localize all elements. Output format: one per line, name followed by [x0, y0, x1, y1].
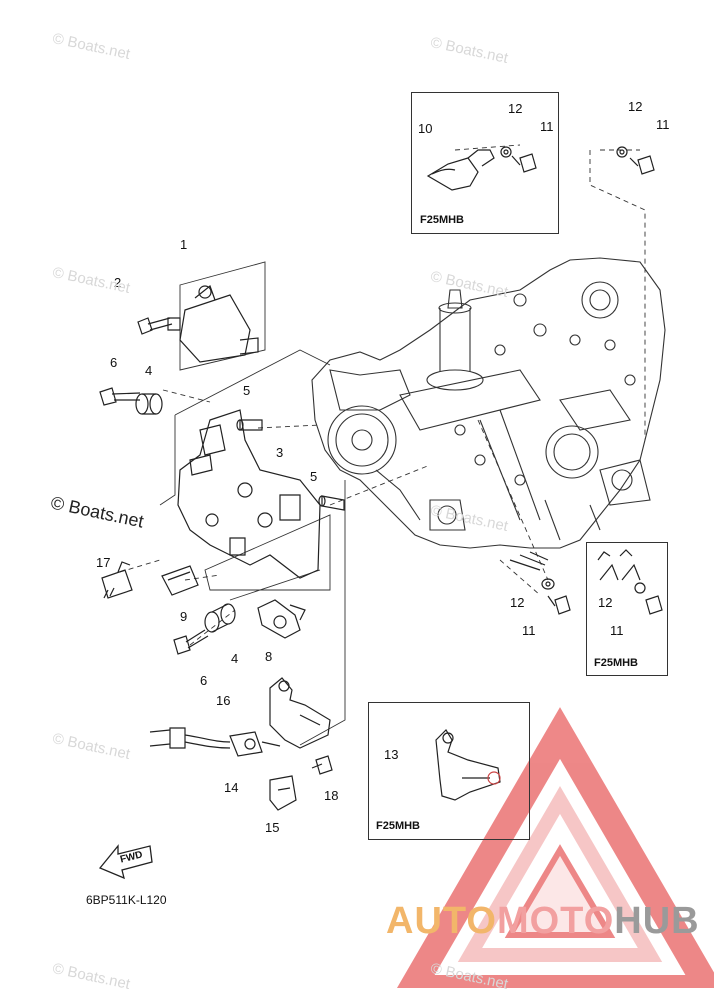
part-bracket-16	[269, 677, 331, 749]
callout-label: 2	[114, 275, 122, 290]
callout-label: 13	[384, 747, 399, 762]
callout-label: 8	[265, 649, 273, 664]
brand-part-1: AUTO	[386, 900, 497, 942]
part-bolt-6-top	[99, 387, 141, 406]
callout-label: 11	[610, 623, 624, 638]
inset-top-title: F25MHB	[420, 214, 465, 226]
part-bolt-2	[137, 317, 173, 335]
part-sensor-14	[149, 727, 281, 757]
callout-label: 5	[243, 383, 251, 398]
part-clip-15	[269, 775, 297, 811]
callout-label: 3	[276, 445, 284, 460]
callout-label: 4	[145, 363, 153, 378]
callout-label: 17	[96, 555, 111, 570]
inset-top-right-drawing	[616, 146, 655, 175]
part-connector-17	[101, 561, 133, 599]
diagram-code: 6BP511K-L120	[86, 893, 167, 907]
callout-label: 12	[628, 99, 643, 114]
brand-triangle-logo	[396, 707, 714, 988]
fwd-arrow-icon	[98, 844, 153, 880]
inset-box-bottom	[368, 702, 530, 840]
part-washer-bolt-main	[509, 551, 571, 615]
brand-part-2: MOTO	[496, 900, 615, 942]
part-clip-9	[161, 565, 199, 596]
part-bolt-18	[311, 755, 333, 775]
callout-label: 16	[216, 693, 231, 708]
callout-label: 4	[231, 651, 239, 666]
inset-bottom-title: F25MHB	[376, 820, 421, 832]
part-bolt-6-bottom	[173, 629, 209, 655]
callout-label: 14	[224, 780, 239, 795]
callout-label: 6	[200, 673, 208, 688]
inset-right-title: F25MHB	[594, 657, 639, 669]
part-pin-5	[236, 419, 345, 511]
callout-label: 1	[180, 237, 188, 252]
inset-bottom-drawing	[435, 729, 501, 801]
callout-label: 11	[522, 623, 536, 638]
leader-lines	[119, 144, 646, 646]
assembly-outlines	[159, 261, 346, 746]
callout-label: 11	[540, 119, 554, 134]
part-grommet-4-bottom	[204, 603, 236, 633]
part-grommet-4-top	[135, 393, 163, 415]
callout-label: 18	[324, 788, 339, 803]
callout-label: 6	[110, 355, 118, 370]
callout-label: 10	[418, 121, 433, 136]
part-bracket-3	[177, 409, 321, 579]
inset-box-top	[411, 92, 559, 234]
inset-box-right	[586, 542, 668, 676]
part-holder-8	[257, 599, 306, 639]
brand-part-3: HUB	[614, 900, 700, 942]
callout-label: 12	[510, 595, 525, 610]
callout-label: 11	[656, 117, 670, 132]
brand-wordmark: AUTOMOTOHUB	[386, 900, 700, 943]
inset-top-drawing	[426, 146, 537, 191]
callout-label: 5	[310, 469, 318, 484]
inset-right-drawing	[597, 549, 663, 615]
callout-label: 12	[598, 595, 613, 610]
callout-label: 12	[508, 101, 523, 116]
callout-label: 15	[265, 820, 280, 835]
engine-block	[311, 257, 666, 549]
callout-label: 9	[180, 609, 188, 624]
part-ignition-coil	[167, 285, 259, 363]
